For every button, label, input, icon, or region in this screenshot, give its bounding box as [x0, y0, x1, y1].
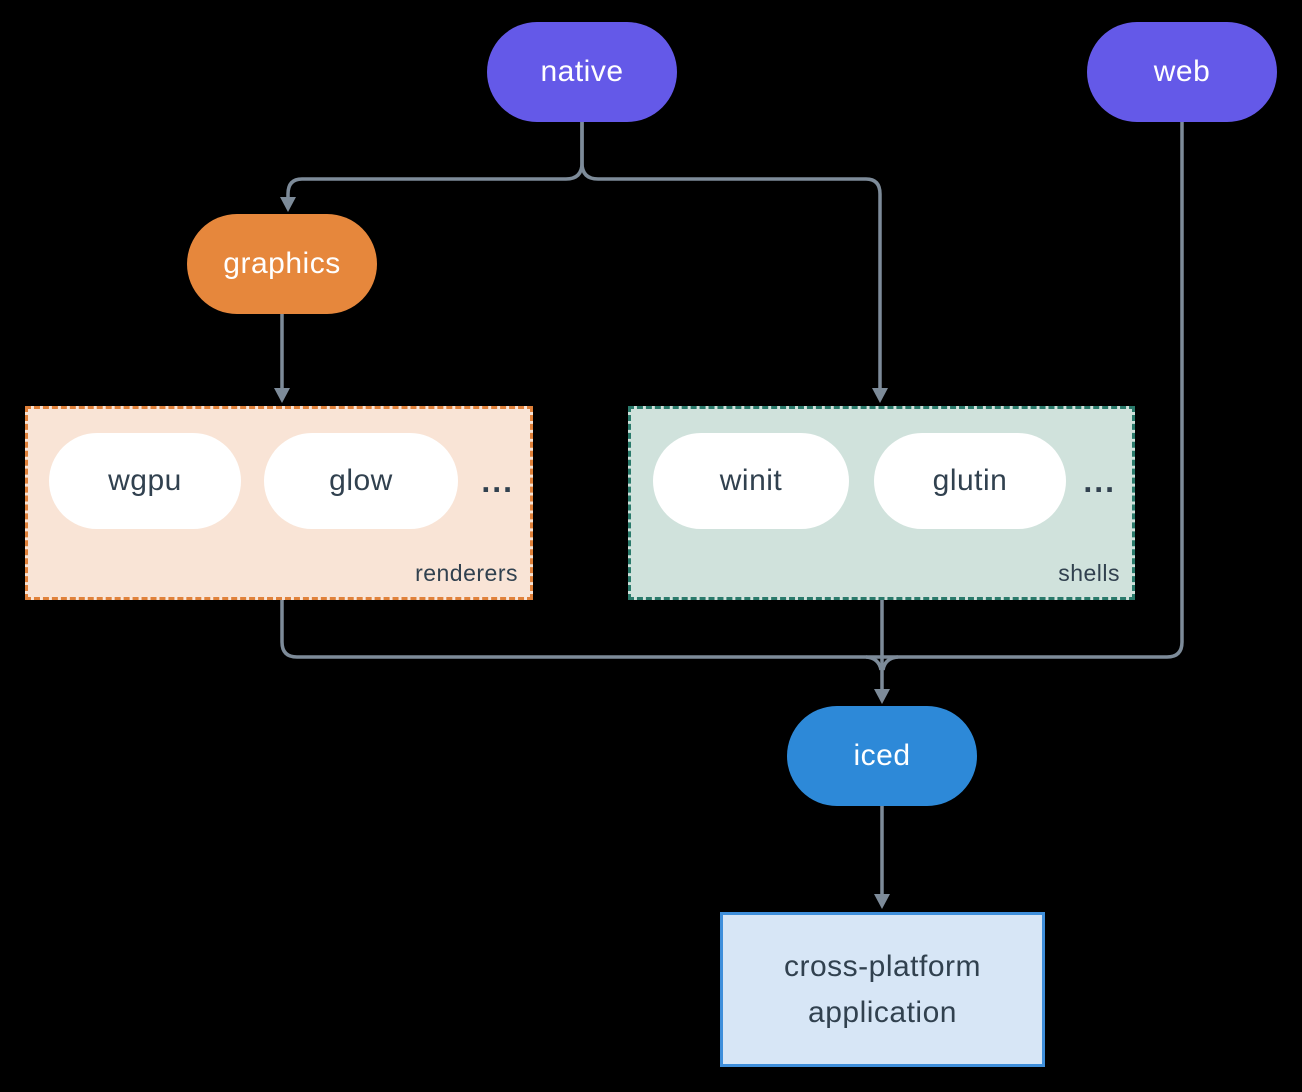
app-label-line2: application	[808, 995, 957, 1029]
chip-glow-label: glow	[329, 464, 393, 497]
node-cross-platform-application: cross-platform application	[720, 912, 1045, 1067]
renderers-ellipsis: ...	[481, 462, 514, 499]
chip-winit-label: winit	[719, 464, 783, 497]
node-graphics-label: graphics	[223, 247, 341, 280]
renderers-group-label: renderers	[415, 560, 518, 586]
edge-native-graphics	[286, 122, 584, 198]
node-web: web	[1087, 22, 1277, 122]
edge-renderers-iced	[280, 600, 881, 659]
group-renderers: wgpu glow ... renderers	[25, 406, 533, 600]
node-iced-label: iced	[853, 739, 911, 772]
node-native-label: native	[540, 55, 624, 88]
arrowhead-graphics	[280, 197, 296, 212]
chip-wgpu-label: wgpu	[108, 464, 182, 497]
app-label-line1: cross-platform	[783, 949, 982, 983]
shells-ellipsis: ...	[1083, 462, 1116, 499]
chip-glutin: glutin	[874, 433, 1066, 529]
node-graphics: graphics	[187, 214, 377, 314]
chip-glow: glow	[264, 433, 458, 529]
edge-merge-flare-left	[865, 655, 883, 671]
node-web-label: web	[1153, 55, 1211, 88]
arrowhead-app	[874, 894, 890, 909]
arrowhead-renderers	[274, 388, 290, 403]
chip-glutin-label: glutin	[932, 464, 1008, 497]
chip-wgpu: wgpu	[49, 433, 241, 529]
arrowhead-shells	[872, 388, 888, 403]
edge-native-shells	[580, 122, 882, 388]
chip-winit: winit	[653, 433, 849, 529]
node-native: native	[487, 22, 677, 122]
group-shells: winit glutin ... shells	[628, 406, 1135, 600]
edge-web-iced	[883, 122, 1184, 659]
node-iced: iced	[787, 706, 977, 806]
arrowhead-iced	[874, 689, 890, 704]
shells-group-label: shells	[1058, 560, 1120, 586]
edge-merge-flare-right	[881, 655, 899, 671]
